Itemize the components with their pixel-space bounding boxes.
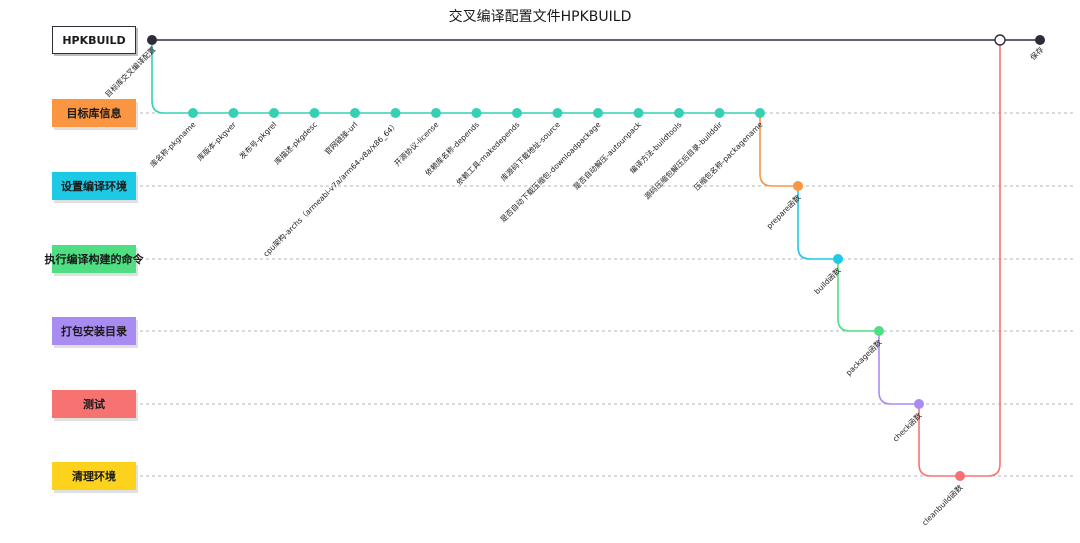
- step-connector-2: [837, 259, 879, 332]
- save-node: [1035, 35, 1045, 45]
- info-node-13: [714, 108, 725, 118]
- info-node-8: [512, 108, 522, 118]
- info-node-1: [228, 108, 239, 118]
- info-node-6: [431, 108, 441, 118]
- lane-label-1: 目标库信息: [52, 99, 136, 127]
- step-node-1: [833, 254, 843, 264]
- step-connector-4: [918, 404, 960, 477]
- step-node-label-4: cleanbuild函数: [919, 482, 964, 527]
- info-node-label-3: 库描述-pkgdesc: [272, 119, 319, 166]
- info-node-label-4: 官网链接-url: [322, 119, 359, 156]
- info-node-3: [309, 108, 320, 118]
- step-node-4: [955, 471, 965, 481]
- info-node-10: [593, 108, 603, 118]
- lane-label-4: 打包安装目录: [52, 317, 136, 345]
- step-connector-1: [797, 186, 838, 260]
- step-node-0: [793, 181, 803, 191]
- return-line: [960, 40, 1001, 477]
- step-node-label-0: prepare函数: [764, 192, 803, 231]
- info-node-12: [674, 108, 684, 118]
- lane-label-5: 测试: [52, 390, 136, 418]
- info-node-2: [269, 108, 279, 118]
- step-connector-3: [878, 331, 919, 405]
- info-node-label-11: 是否自动解压-autounpack: [571, 119, 644, 192]
- info-node-9: [552, 108, 563, 118]
- info-node-14: [755, 108, 765, 118]
- lane-label-6: 清理环境: [52, 462, 136, 490]
- info-branch-line: [151, 40, 760, 114]
- lane-label-0: HPKBUILD: [52, 26, 136, 54]
- info-node-label-14: 压缩包名称-packagename: [691, 119, 764, 192]
- info-node-7: [471, 108, 482, 118]
- main-start-node: [147, 35, 157, 45]
- main-node-label-1: 保存: [1028, 44, 1046, 62]
- info-node-5: [390, 108, 401, 118]
- lane-label-3: 执行编译构建的命令: [45, 245, 144, 273]
- step-connector-0: [759, 113, 798, 187]
- diagram-title: 交叉编译配置文件HPKBUILD: [448, 9, 632, 25]
- step-node-3: [914, 399, 924, 409]
- step-node-label-2: package函数: [843, 337, 883, 377]
- info-node-0: [188, 108, 198, 118]
- merge-node: [994, 34, 1006, 46]
- lane-label-2: 设置编译环境: [52, 172, 136, 200]
- info-node-label-2: 发布号-pkgrel: [237, 119, 279, 161]
- info-node-label-1: 库版本-pkgver: [195, 119, 239, 163]
- info-node-label-13: 源码压缩包解压后目录-builddir: [642, 119, 725, 202]
- info-node-label-0: 库名称-pkgname: [148, 119, 198, 169]
- info-node-11: [633, 108, 644, 118]
- info-node-4: [350, 108, 360, 118]
- step-node-2: [874, 326, 884, 336]
- info-node-label-5: cpu架构-archs（armeabi-v7a/arm64-v8a/x86_64…: [261, 119, 400, 258]
